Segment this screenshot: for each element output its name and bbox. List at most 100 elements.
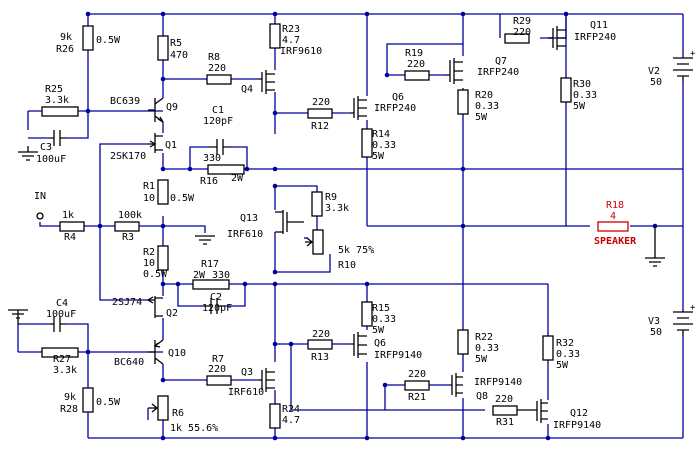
label-q12: Q12 — [570, 408, 588, 419]
label-q12-type: IRFP9140 — [553, 420, 601, 431]
label-r27: R27 — [53, 354, 71, 365]
label-q5-type: IRFP240 — [374, 103, 416, 114]
resistor-r20 — [457, 89, 469, 115]
label-r1-val: 10 — [143, 193, 155, 204]
resistor-r22 — [457, 329, 469, 355]
label-r19-val: 220 — [407, 59, 425, 70]
label-r28: R28 — [60, 404, 78, 415]
mosfet-q11 — [548, 26, 566, 50]
label-r16-val: 330 — [203, 153, 221, 164]
label-r31-val: 220 — [495, 394, 513, 405]
label-r13-val: 220 — [312, 329, 330, 340]
resistor-r10 — [312, 229, 324, 255]
label-r18: R18 — [606, 200, 624, 211]
label-q1: Q1 — [165, 140, 177, 151]
component-labels: 9k R26 0.5W R25 3.3k C3 100uF BC639 Q9 R… — [34, 16, 662, 434]
label-r7: R7 — [212, 354, 224, 365]
label-r28-val: 9k — [64, 392, 76, 403]
resistor-r7 — [206, 375, 232, 386]
label-q1-type: 2SK170 — [110, 151, 146, 162]
label-q10: Q10 — [168, 348, 186, 359]
junction-dots — [85, 11, 658, 441]
label-q10-type: BC640 — [114, 357, 144, 368]
label-q8-type: IRFP9140 — [474, 377, 522, 388]
label-r30-val: 0.33 — [573, 90, 597, 101]
label-r2: R2 — [143, 247, 155, 258]
label-r32-pwr: 5W — [556, 360, 569, 371]
label-r23: R23 — [282, 24, 300, 35]
label-r32-val: 0.33 — [556, 349, 580, 360]
label-r25-val: 3.3k — [45, 95, 69, 106]
label-r17-val: 330 — [212, 270, 230, 281]
label-v3-val: 50 — [650, 327, 662, 338]
label-c2: C2 — [210, 292, 222, 303]
label-r31: R31 — [496, 417, 514, 428]
label-q11-type: IRFP240 — [574, 32, 616, 43]
label-v2-val: 50 — [650, 77, 662, 88]
speaker-labels: R18 4 SPEAKER — [594, 200, 637, 247]
label-c3-val: 100uF — [36, 154, 66, 165]
label-r14: R14 — [372, 129, 390, 140]
label-r19: R19 — [405, 48, 423, 59]
label-r21-val: 220 — [408, 369, 426, 380]
mosfet-q6 — [350, 332, 367, 358]
resistor-r16 — [207, 164, 245, 175]
label-q6-type: IRFP9140 — [374, 350, 422, 361]
bjt-q9 — [148, 97, 164, 123]
label-r18-val: 4 — [610, 211, 616, 222]
label-in: IN — [34, 191, 46, 202]
resistor-r12 — [307, 108, 333, 119]
label-q6: Q6 — [374, 338, 386, 349]
label-r17-pwr: 2W — [193, 270, 206, 281]
label-r16-pwr: 2W — [231, 173, 244, 184]
label-r10-val: 5k 75% — [338, 245, 374, 256]
label-r24: R24 — [282, 404, 300, 415]
battery-v2: + — [673, 49, 696, 82]
label-c4-val: 100uF — [46, 309, 76, 320]
resistor-r13 — [307, 339, 333, 350]
resistor-r4 — [59, 221, 85, 232]
label-q5: Q6 — [392, 92, 404, 103]
label-r20-val: 0.33 — [475, 101, 499, 112]
label-r20: R20 — [475, 90, 493, 101]
label-q4: Q4 — [241, 84, 253, 95]
label-c4: C4 — [56, 298, 68, 309]
label-r32: R32 — [556, 338, 574, 349]
label-r15-val: 0.33 — [372, 314, 396, 325]
ground-symbols — [8, 146, 665, 324]
label-r20-pwr: 5W — [475, 112, 488, 123]
label-r25: R25 — [45, 84, 63, 95]
label-r14-val: 0.33 — [372, 140, 396, 151]
label-r3-val: 100k — [118, 210, 142, 221]
label-r1: R1 — [143, 181, 155, 192]
label-r5-val: 470 — [170, 50, 188, 61]
label-r9: R9 — [325, 192, 337, 203]
label-q9: Q9 — [166, 102, 178, 113]
resistor-r30 — [560, 77, 572, 103]
label-r26-pwr: 0.5W — [96, 35, 121, 46]
label-r15-pwr: 5W — [372, 325, 385, 336]
resistor-r15 — [361, 301, 373, 327]
label-q9-type: BC639 — [110, 96, 140, 107]
resistor-r24 — [269, 403, 281, 429]
label-v3: V3 — [648, 316, 660, 327]
mosfet-q12 — [518, 399, 548, 423]
svg-text:+: + — [690, 49, 696, 59]
resistor-r1 — [157, 179, 169, 205]
jfet-q2 — [146, 296, 163, 318]
label-q13-type: IRF610 — [227, 229, 263, 240]
mosfet-q13 — [275, 210, 304, 234]
resistor-r5 — [157, 35, 169, 61]
label-r22: R22 — [475, 332, 493, 343]
label-r12: R12 — [311, 121, 329, 132]
speaker-load-r18 — [597, 221, 629, 232]
label-r28-pwr: 0.5W — [96, 397, 121, 408]
label-r6-val: 1k 55.6% — [170, 423, 218, 434]
label-r9-val: 3.3k — [325, 203, 349, 214]
resistor-r21 — [404, 380, 430, 391]
mosfet-q4 — [258, 70, 275, 94]
transistors — [146, 26, 566, 423]
label-r1-pwr: 0.5W — [170, 193, 195, 204]
resistor-r29 — [504, 33, 530, 44]
